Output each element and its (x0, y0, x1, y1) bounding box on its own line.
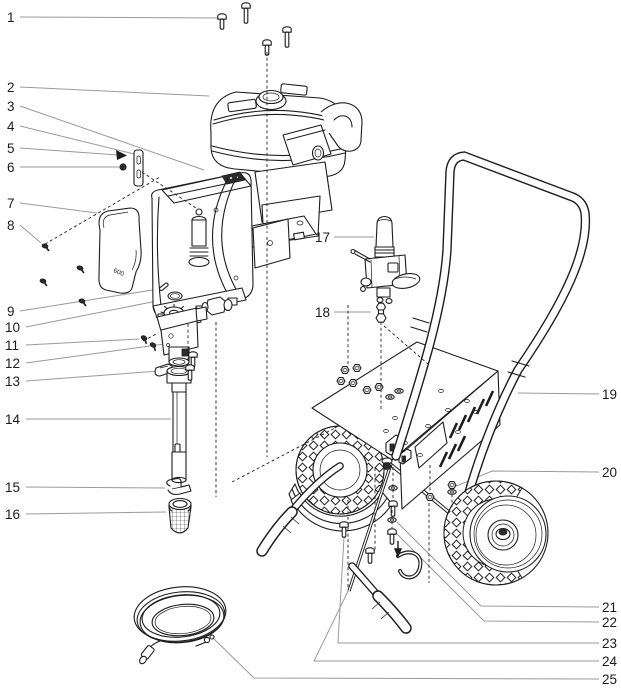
callout-1: 1 (7, 10, 15, 25)
pail-hook (396, 550, 423, 580)
handle-collars (410, 317, 530, 378)
cart-deck (311, 341, 501, 510)
callout-22: 22 (602, 615, 617, 630)
right-wheel (443, 480, 549, 586)
grommet (119, 163, 127, 171)
callout-20: 20 (602, 465, 617, 480)
callout-11: 11 (5, 338, 19, 353)
leader-19 (517, 392, 600, 395)
bolt-22 (387, 528, 397, 545)
callout-4: 4 (7, 119, 15, 134)
leader-1 (19, 16, 222, 19)
callout-18: 18 (315, 305, 330, 320)
callout-17: 17 (315, 230, 330, 245)
callout-7: 7 (7, 196, 15, 211)
valve-screws (138, 333, 160, 352)
callout-24: 24 (602, 654, 618, 669)
tube-clip (166, 477, 192, 496)
engine-mounting-bolts (217, 2, 292, 56)
leader-25 (212, 637, 600, 680)
suction-tube (166, 364, 195, 484)
leader-lines (19, 16, 600, 680)
mounting-plate (133, 149, 144, 187)
callout-21: 21 (602, 600, 617, 615)
bolt-frame (365, 547, 375, 564)
callout-15: 15 (5, 480, 20, 495)
outlet-fitting (201, 296, 233, 316)
deck-label-plate (414, 421, 448, 469)
callout-5: 5 (7, 141, 15, 156)
callout-6: 6 (7, 160, 15, 175)
o-ring (167, 291, 183, 301)
callout-10: 10 (5, 320, 20, 335)
leader-13 (25, 370, 160, 382)
leader-10 (25, 297, 173, 328)
frame-fasteners (339, 481, 457, 564)
down-arrow (393, 541, 403, 558)
pin (158, 282, 169, 292)
axle-bolt (381, 457, 393, 470)
callout-2: 2 (7, 80, 15, 95)
assembly-guide-lines (44, 52, 453, 588)
muffler-bracket (320, 102, 363, 152)
inlet-strainer (168, 497, 192, 534)
plunger (188, 208, 210, 268)
leader-20 (453, 470, 600, 488)
leader-11 (25, 338, 140, 346)
callout-13: 13 (5, 374, 20, 389)
bolt-21 (388, 500, 398, 517)
callout-14: 14 (5, 412, 21, 427)
drive-housing (151, 171, 291, 322)
leader-12 (25, 343, 165, 364)
leader-9 (19, 288, 160, 312)
locknut-20 (447, 481, 457, 495)
leader-3 (19, 105, 205, 171)
vent-slats (438, 390, 495, 468)
elbow-fitting (375, 302, 387, 323)
callout-16: 16 (5, 507, 20, 522)
cart-legs (256, 462, 412, 634)
prime-lever (391, 273, 421, 289)
callout-9: 9 (7, 304, 15, 319)
cart-handle (391, 151, 591, 550)
leader-24 (313, 584, 599, 662)
deck-vent-panel (399, 370, 501, 510)
fuel-cap (255, 89, 287, 111)
callout-8: 8 (7, 218, 15, 233)
callout-25: 25 (602, 672, 617, 687)
pressure-hose (133, 586, 227, 665)
leader-16 (25, 511, 167, 515)
pump-block (156, 303, 208, 368)
leader-22 (395, 532, 600, 623)
callout-23: 23 (602, 636, 617, 651)
leader-2 (19, 86, 210, 97)
front-cover: 600 (98, 207, 142, 294)
leader-8 (19, 224, 42, 244)
leader-15 (25, 486, 166, 489)
callout-3: 3 (7, 99, 15, 114)
cover-screws (38, 242, 89, 307)
cover-marking: 600 (112, 267, 125, 278)
leader-5 (19, 147, 119, 156)
leader-21 (396, 521, 600, 608)
leader-23 (337, 536, 599, 644)
callout-19: 19 (602, 387, 617, 402)
valve-knob (375, 215, 394, 248)
pressure-valve (350, 215, 421, 304)
pointer-arrow (116, 150, 127, 160)
bolt-23 (339, 521, 349, 538)
callout-labels: 1 2 3 4 5 6 7 8 9 10 11 12 13 14 15 16 1… (5, 10, 618, 687)
callout-12: 12 (5, 356, 20, 371)
leader-7 (19, 202, 98, 214)
leader-4 (19, 125, 135, 155)
